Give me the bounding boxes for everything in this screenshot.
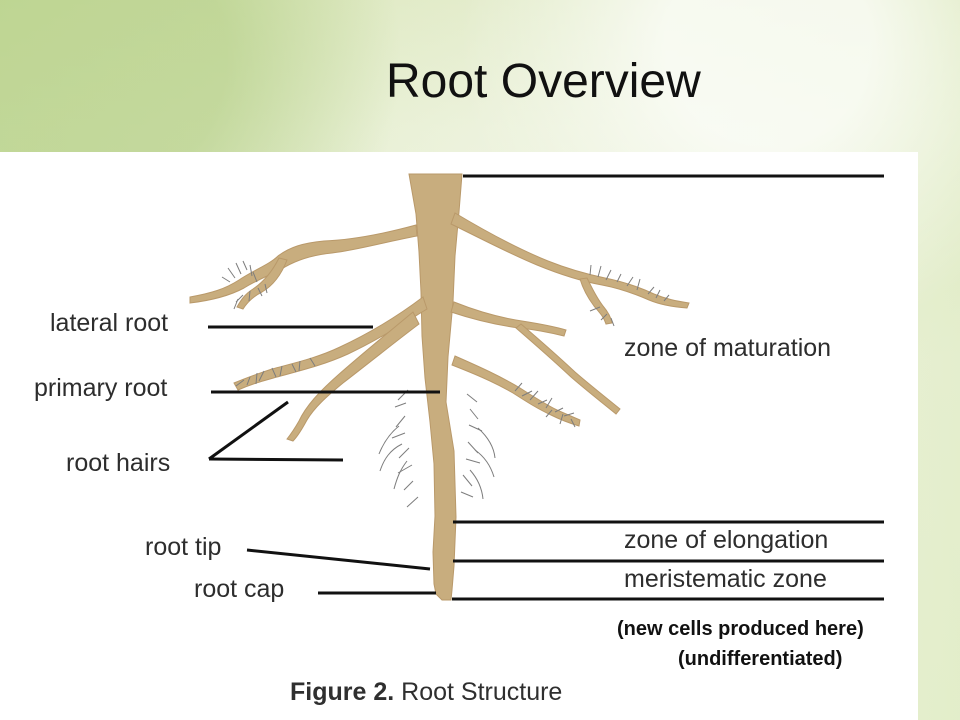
lateral-root-middle-left [234,297,427,390]
root-cap-label: root cap [194,577,284,602]
slide-title: Root Overview [386,58,701,106]
figure-caption: Figure 2. Root Structure [290,678,562,707]
new-cells-note: (new cells produced here) [617,619,864,639]
meristematic-zone-label: meristematic zone [624,567,827,592]
primary-root-body [409,174,462,600]
lateral-root-label: lateral root [50,311,168,336]
zone-of-maturation-label: zone of maturation [624,336,831,361]
lateral-root-upper-left [190,225,417,303]
root-illustration [190,174,689,600]
primary-root-label: primary root [34,376,167,401]
figure-number: Figure 2. [290,678,394,706]
zone-of-elongation-label: zone of elongation [624,528,828,553]
root-tip-label: root tip [145,535,221,560]
undifferentiated-note: (undifferentiated) [678,649,842,669]
lateral-root-lower-left [287,312,419,441]
figure-title: Root Structure [401,678,562,706]
lateral-root-middle-right [451,302,566,336]
root-hairs-label: root hairs [66,451,170,476]
lateral-root-upper-right [451,213,689,308]
